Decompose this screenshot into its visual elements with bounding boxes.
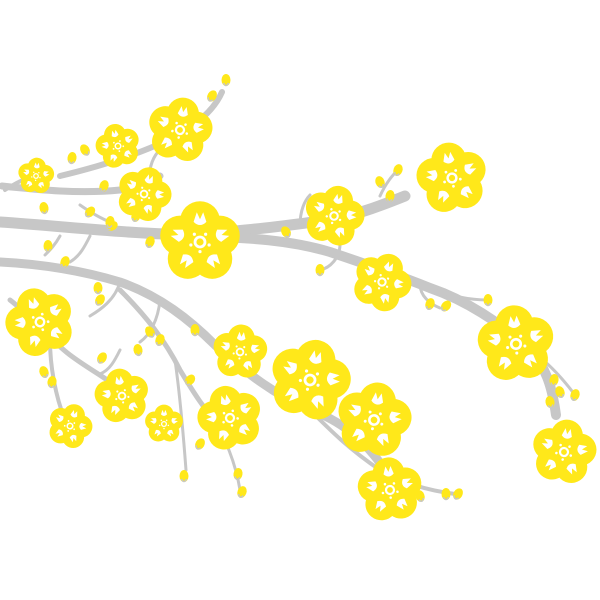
- branch-segment: [173, 358, 188, 472]
- flower-bud: [570, 389, 580, 401]
- branch-segment: [88, 280, 122, 318]
- flower-bud: [233, 468, 243, 481]
- blossom-flower: [118, 167, 172, 221]
- flower-bud: [483, 294, 493, 307]
- flower-bud: [60, 256, 70, 268]
- blossom-flower: [149, 97, 213, 161]
- blossom-flower: [145, 404, 183, 442]
- blossom-flower: [49, 404, 93, 448]
- flower-bud: [375, 176, 385, 188]
- flower-bud: [221, 74, 231, 87]
- blossom-flower: [357, 457, 422, 521]
- flower-bud: [315, 264, 325, 277]
- flower-bud: [155, 334, 165, 346]
- flower-bud: [47, 376, 57, 389]
- branch-segment: [138, 298, 162, 344]
- flower-bud: [190, 324, 200, 337]
- flower-bud: [43, 240, 53, 253]
- buds: [39, 74, 580, 502]
- blossom-flower: [18, 157, 55, 194]
- flower-bud: [39, 202, 49, 215]
- flower-bud: [453, 488, 463, 500]
- flower-bud: [207, 90, 217, 102]
- flower-bud: [145, 326, 155, 338]
- blossom-flower: [95, 123, 139, 168]
- flower-bud: [80, 144, 90, 156]
- branch-segment: [298, 193, 312, 228]
- blossom-flower: [354, 253, 412, 312]
- flower-bud: [145, 236, 155, 248]
- flower-bud: [67, 152, 77, 165]
- blossom-flower: [197, 385, 260, 450]
- flowers: [5, 97, 597, 521]
- blossom-flower: [94, 368, 148, 423]
- blossom-flower: [533, 419, 597, 483]
- flower-bud: [184, 374, 196, 386]
- flower-bud: [93, 282, 103, 295]
- flower-bud: [105, 216, 115, 229]
- branch-segment: [98, 348, 122, 376]
- blossom-flower: [305, 185, 365, 246]
- branch-segment: [418, 282, 442, 310]
- flower-bud: [39, 366, 49, 378]
- blossom-flower: [213, 324, 268, 378]
- flower-bud: [545, 396, 555, 409]
- flower-bud: [84, 206, 96, 218]
- flower-bud: [549, 374, 559, 387]
- flower-bud: [555, 386, 565, 398]
- blossom-flower: [477, 305, 554, 380]
- flower-bud: [440, 300, 452, 312]
- blossom-flower: [338, 382, 412, 456]
- branch-segment: [428, 286, 490, 302]
- flower-bud: [237, 486, 247, 498]
- flower-bud: [133, 344, 143, 357]
- flower-bud: [179, 470, 189, 483]
- flower-bud: [95, 294, 105, 306]
- blossom-flower: [5, 288, 72, 356]
- flower-bud: [97, 352, 107, 364]
- branch-segment: [78, 203, 112, 224]
- blossom-flower: [416, 142, 486, 212]
- flower-bud: [99, 180, 109, 192]
- flower-bud: [425, 298, 435, 310]
- flower-bud: [393, 164, 403, 176]
- branch-segment: [68, 234, 92, 264]
- branch-segment: [43, 234, 62, 257]
- flower-bud: [195, 438, 205, 450]
- blossom-flower: [272, 339, 351, 420]
- blossom-flower: [160, 201, 240, 279]
- flower-bud: [441, 488, 451, 501]
- flower-bud: [385, 190, 395, 203]
- flower-bud: [281, 226, 291, 238]
